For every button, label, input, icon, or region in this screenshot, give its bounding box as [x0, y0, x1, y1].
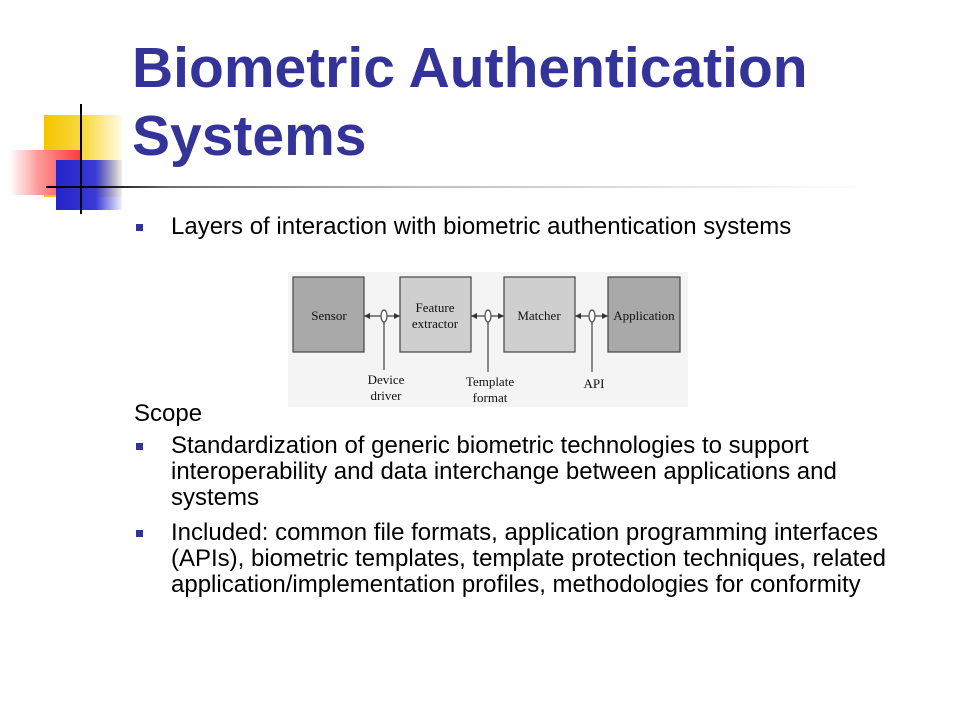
bullet-item: Standardization of generic biometric tec…: [134, 433, 894, 511]
block-matcher: [503, 276, 576, 353]
bullet-item: Included: common file formats, applicati…: [134, 520, 894, 598]
block-label: Matcher: [517, 308, 561, 323]
slide-title: Biometric Authentication Systems: [132, 36, 808, 168]
scope-heading: Scope: [134, 400, 203, 427]
bottom-bullet-list: Standardization of generic biometric tec…: [134, 433, 894, 607]
arrowhead-icon: [394, 313, 400, 319]
arrowhead-icon: [471, 313, 477, 319]
block-label: Sensor: [311, 308, 347, 323]
top-bullet-list: Layers of interaction with biometric aut…: [134, 214, 814, 249]
square-bullet-icon: [136, 224, 143, 231]
arrowhead-icon: [602, 313, 608, 319]
interface-label: format: [473, 390, 508, 405]
interface-node-icon: [588, 309, 596, 323]
bullet-text: Included: common file formats, applicati…: [171, 519, 887, 598]
block-feature-extractor: [399, 276, 472, 353]
bullet-text: Standardization of generic biometric tec…: [171, 432, 837, 511]
square-bullet-icon: [136, 530, 143, 537]
block-label: extractor: [412, 316, 459, 331]
layers-diagram: Sensor Feature extractor Matcher Applica…: [288, 272, 688, 407]
interface-node-icon: [484, 309, 492, 323]
interface-label: Device: [368, 372, 405, 387]
block-label: Feature: [416, 300, 455, 315]
layers-diagram-svg: Sensor Feature extractor Matcher Applica…: [288, 272, 688, 407]
block-label: Application: [613, 308, 675, 323]
block-application: [607, 276, 681, 353]
decoration-blue-square: [56, 160, 122, 210]
bullet-item: Layers of interaction with biometric aut…: [134, 214, 814, 240]
arrowhead-icon: [364, 313, 370, 319]
block-sensor: [292, 276, 365, 353]
arrowhead-icon: [575, 313, 581, 319]
arrowhead-icon: [498, 313, 504, 319]
title-underline: [46, 186, 866, 188]
square-bullet-icon: [136, 443, 143, 450]
decoration-vertical-line: [80, 104, 82, 214]
interface-label: Template: [466, 374, 514, 389]
interface-node-icon: [380, 309, 388, 323]
interface-label: driver: [370, 388, 402, 403]
interface-label: API: [584, 376, 605, 391]
bullet-text: Layers of interaction with biometric aut…: [171, 213, 792, 240]
